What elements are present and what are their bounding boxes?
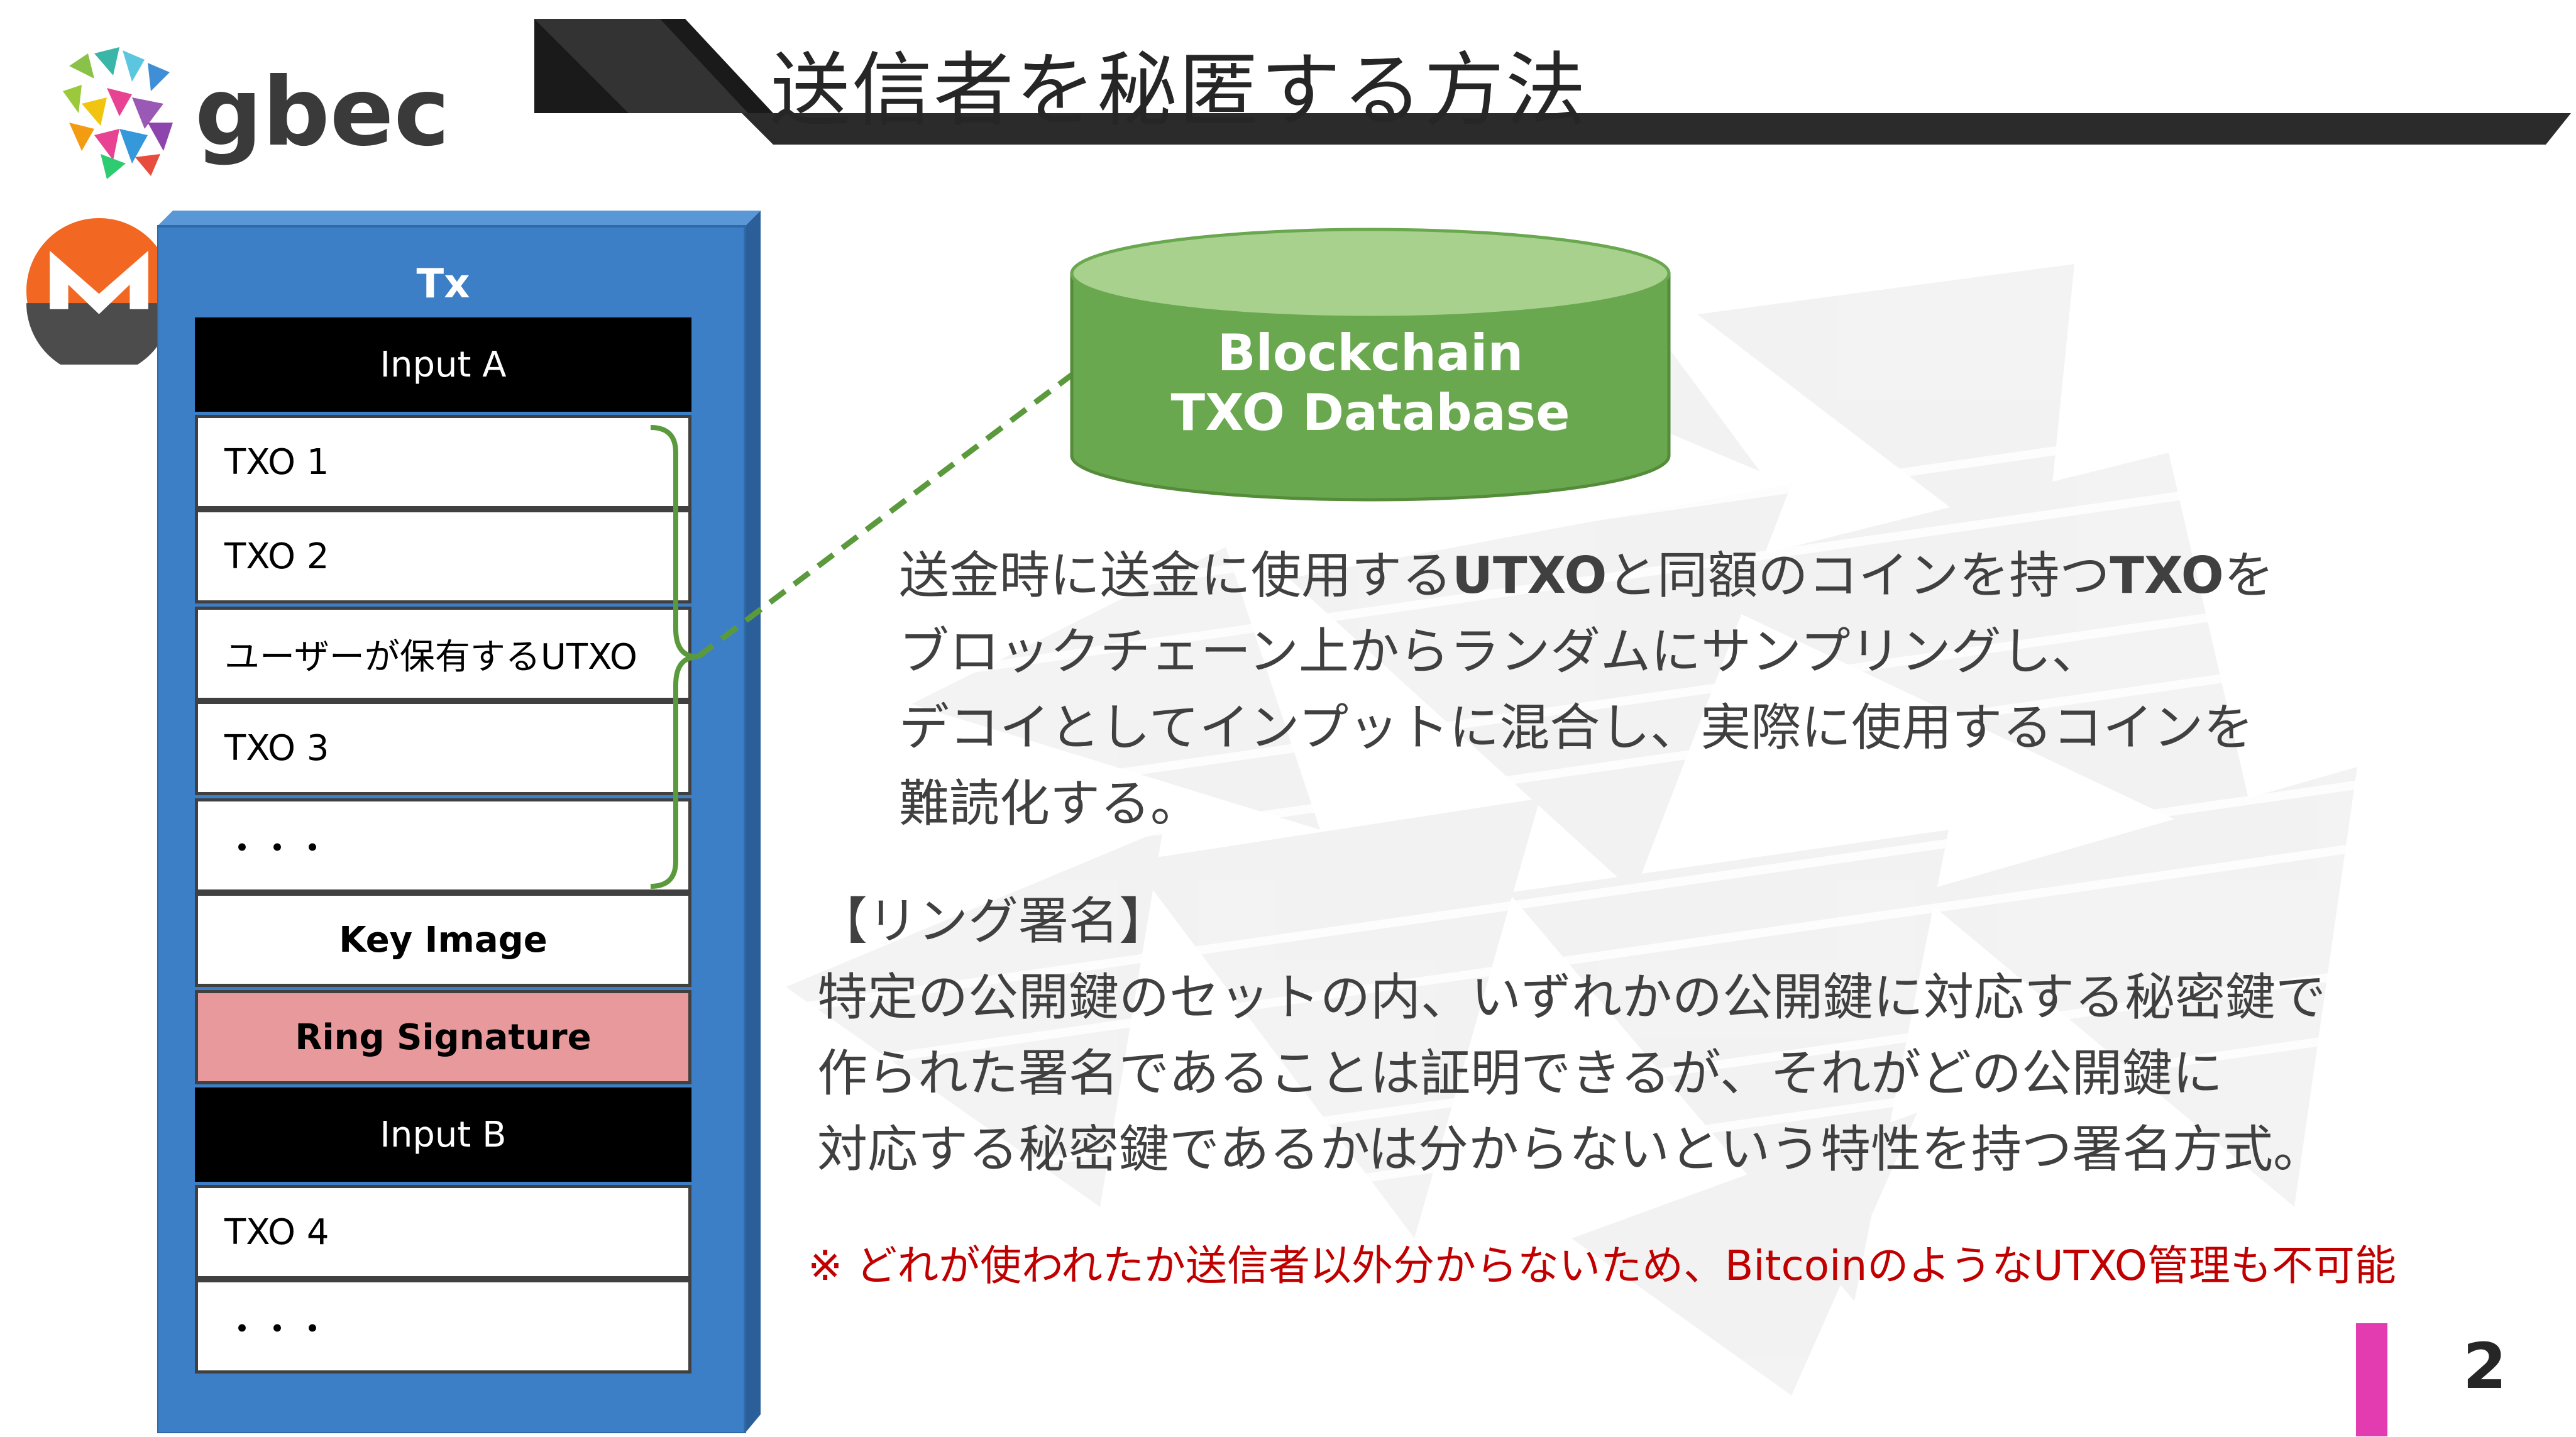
ring-signature-line-1: 特定の公開鍵のセットの内、いずれかの公開鍵に対応する秘密鍵で bbox=[817, 968, 2326, 1027]
logo-wordmark: gbec bbox=[195, 58, 449, 167]
blockchain-database-cylinder bbox=[1070, 228, 1671, 502]
slide-title: 送信者を秘匿する方法 bbox=[770, 44, 1588, 138]
decoy-explanation: 送金時に送金に使用するUTXOと同額のコインを持つTXOを ブロックチェーン上か… bbox=[899, 537, 2274, 842]
background-watermark bbox=[723, 264, 2483, 1396]
explanation-text: を bbox=[2223, 546, 2274, 605]
ellipsis-row-2: ・・・ bbox=[195, 1279, 691, 1374]
txo-4-row: TXO 4 bbox=[195, 1185, 691, 1279]
explanation-text: と同額のコインを持つ bbox=[1607, 546, 2110, 605]
user-utxo-row: ユーザーが保有するUTXO bbox=[195, 607, 691, 701]
txo-2-row: TXO 2 bbox=[195, 509, 691, 603]
tx-label: Tx bbox=[416, 261, 470, 307]
explanation-line-3: デコイとしてインプットに混合し、実際に使用するコインを bbox=[899, 698, 2254, 757]
database-label-line2: TXO Database bbox=[1170, 383, 1570, 442]
key-image-row: Key Image bbox=[195, 893, 691, 987]
input-a-row: Input A bbox=[195, 317, 691, 412]
page-number: 2 bbox=[2463, 1330, 2507, 1403]
explanation-line-1: 送金時に送金に使用するUTXOと同額のコインを持つTXOを bbox=[899, 537, 2274, 614]
txo-term: TXO bbox=[2110, 546, 2224, 605]
database-label-line1: Blockchain bbox=[1217, 324, 1524, 382]
note-text: ※ どれが使われたか送信者以外分からないため、BitcoinのようなUTXO管理… bbox=[808, 1242, 2396, 1290]
input-b-row: Input B bbox=[195, 1087, 691, 1182]
explanation-line-4: 難読化する。 bbox=[899, 774, 1201, 833]
bracket-connector bbox=[650, 365, 1083, 889]
ellipsis-row: ・・・ bbox=[195, 798, 691, 893]
title-band bbox=[534, 19, 2571, 145]
ring-signature-row: Ring Signature bbox=[195, 990, 691, 1084]
page-marker-bar bbox=[2356, 1323, 2387, 1436]
txo-3-row: TXO 3 bbox=[195, 701, 691, 795]
monero-icon bbox=[26, 217, 172, 365]
txo-1-row: TXO 1 bbox=[195, 415, 691, 509]
ring-signature-explanation: 【リング署名】 特定の公開鍵のセットの内、いずれかの公開鍵に対応する秘密鍵で 作… bbox=[817, 883, 2326, 1187]
ring-signature-line-3: 対応する秘密鍵であるかは分からないという特性を持つ署名方式。 bbox=[817, 1120, 2323, 1179]
ring-signature-heading: 【リング署名】 bbox=[817, 892, 1169, 950]
gbec-logo-mark: gbec bbox=[63, 47, 449, 179]
explanation-line-2: ブロックチェーン上からランダムにサンプリングし、 bbox=[899, 622, 2102, 681]
gbec-logo: gbec bbox=[44, 28, 497, 185]
ring-signature-line-2: 作られた署名であることは証明できるが、それがどの公開鍵に bbox=[817, 1044, 2223, 1103]
explanation-text: 送金時に送金に使用する bbox=[899, 546, 1452, 605]
utxo-term: UTXO bbox=[1452, 546, 1607, 605]
